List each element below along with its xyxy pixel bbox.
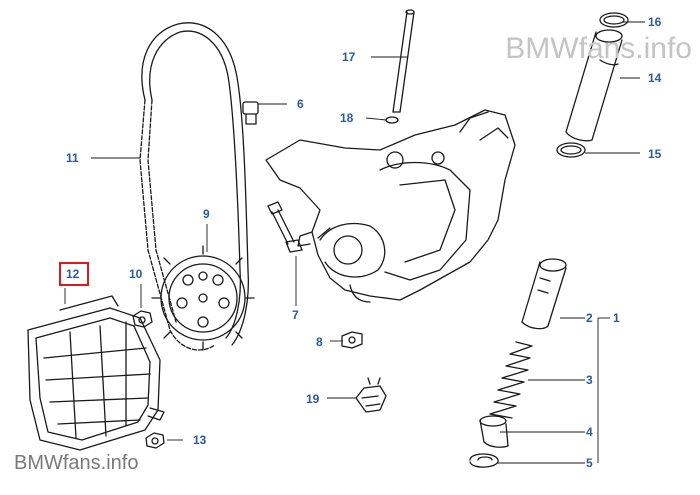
part-label-15[interactable]: 15 (648, 147, 662, 161)
part-label-4[interactable]: 4 (586, 425, 593, 439)
watermark-top: BMWfans.info (505, 32, 692, 65)
clip-19 (355, 377, 387, 413)
seal-15 (556, 142, 586, 158)
part-label-7[interactable]: 7 (292, 308, 299, 322)
pipe-14 (565, 29, 623, 142)
part-label-12[interactable]: 12 (66, 267, 80, 281)
part-label-19[interactable]: 19 (306, 392, 320, 406)
highlight-box (59, 262, 89, 286)
circlip-5 (469, 453, 499, 468)
part-label-6[interactable]: 6 (297, 97, 304, 111)
watermark-bottom: BMWfans.info (14, 452, 139, 474)
chain-guard (27, 295, 165, 451)
part-label-17[interactable]: 17 (342, 50, 356, 64)
part-label-11[interactable]: 11 (66, 151, 79, 165)
nut-13 (145, 432, 165, 449)
bolt-7 (267, 201, 303, 253)
piston-2 (521, 258, 567, 330)
part-label-8[interactable]: 8 (316, 335, 323, 349)
part-label-1[interactable]: 1 (613, 311, 620, 325)
part-label-5[interactable]: 5 (586, 456, 593, 470)
part-label-2[interactable]: 2 (586, 311, 593, 325)
spring-3 (489, 341, 533, 419)
nut-8 (341, 331, 363, 349)
plug-6 (242, 101, 259, 125)
part-label-3[interactable]: 3 (586, 373, 593, 387)
tube-17 (392, 9, 415, 113)
part-label-16[interactable]: 16 (648, 15, 662, 29)
leader-lines (64, 21, 645, 464)
part-label-18[interactable]: 18 (340, 111, 354, 125)
seal-16 (599, 12, 629, 28)
part-label-13[interactable]: 13 (193, 433, 207, 447)
part-label-10[interactable]: 10 (129, 267, 143, 281)
sleeve-4 (479, 415, 509, 448)
part-label-14[interactable]: 14 (648, 71, 662, 85)
oil-pump-sprocket (151, 245, 255, 351)
part-label-9[interactable]: 9 (203, 207, 210, 221)
oil-pump-housing (265, 109, 516, 303)
timing-chain (139, 22, 250, 351)
seal-18 (385, 116, 399, 124)
